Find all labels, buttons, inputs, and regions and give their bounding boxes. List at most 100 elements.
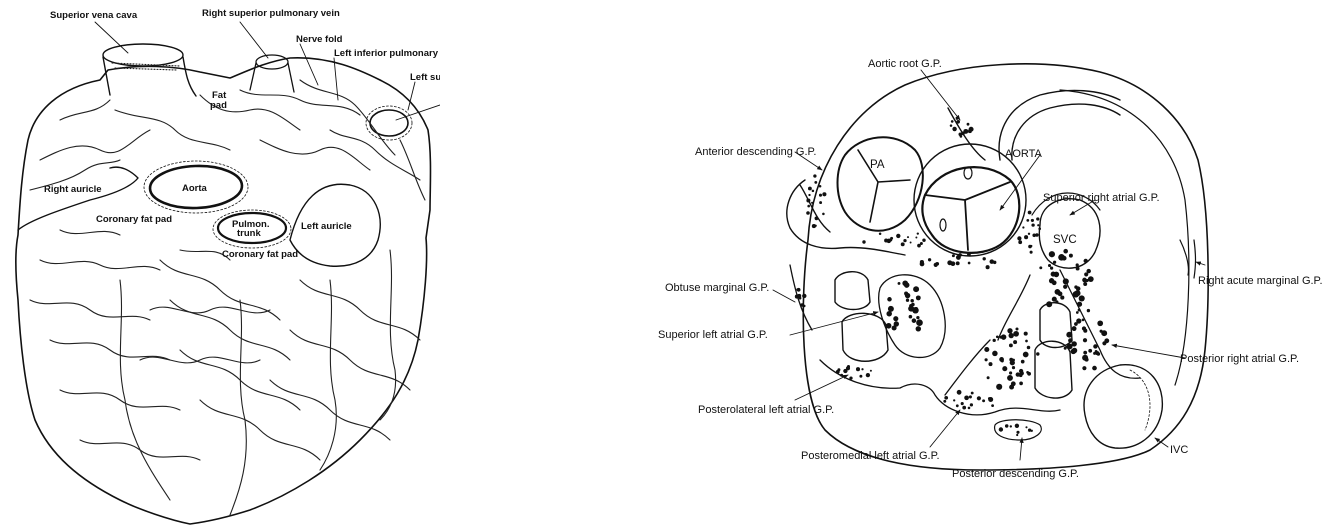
gp-dot: [1088, 349, 1092, 353]
anterior-hook: [787, 180, 905, 255]
gp-dot: [913, 286, 919, 292]
label-superior-right-atrial-gp: Superior right atrial G.P.: [1043, 192, 1160, 204]
right-pulmonary-veins: [1035, 303, 1072, 398]
gp-dot: [1016, 372, 1020, 376]
gp-dot: [1024, 332, 1028, 336]
gp-dot: [1037, 224, 1039, 226]
gp-dot: [962, 406, 966, 410]
gp-dot: [906, 299, 909, 302]
gp-dot: [956, 120, 960, 124]
gp-dot: [1028, 211, 1032, 215]
label-pulmon-trunk-2: trunk: [237, 228, 261, 239]
gp-dot: [884, 239, 888, 243]
gp-dot: [797, 288, 801, 292]
gp-dot: [819, 201, 822, 204]
gp-dot: [920, 242, 923, 245]
gp-dot: [1028, 245, 1032, 249]
gp-dot: [952, 254, 955, 257]
label-fat-pad-2: pad: [210, 100, 227, 111]
gp-dot: [1009, 343, 1013, 347]
gp-dot: [822, 192, 826, 196]
gp-dot: [812, 190, 815, 193]
gp-dot: [1083, 329, 1087, 333]
gp-dot: [986, 265, 990, 269]
gp-dot: [934, 263, 938, 267]
gp-dot: [1097, 320, 1103, 326]
gp-dot: [1050, 266, 1053, 269]
gp-dot: [1028, 233, 1030, 235]
gp-dot: [957, 390, 962, 395]
gp-dot: [1071, 349, 1076, 354]
gp-dot: [1027, 346, 1031, 350]
gp-dot: [991, 404, 994, 407]
label-right-acute-marginal-gp: Right acute marginal G.P.: [1198, 275, 1323, 287]
gp-dot: [812, 224, 816, 228]
gp-dot: [1049, 278, 1054, 283]
nerve-network: [30, 80, 425, 515]
gp-dot: [1072, 348, 1078, 354]
gp-dot: [1036, 217, 1039, 220]
gp-dot: [1026, 371, 1029, 374]
gp-dot: [1093, 352, 1096, 355]
gp-dot: [1097, 352, 1100, 355]
gp-dot: [904, 292, 908, 296]
gp-dot: [849, 376, 852, 379]
gp-dot: [814, 181, 817, 184]
gp-dot: [1100, 330, 1103, 333]
gp-dot: [901, 242, 905, 246]
gp-dot: [1022, 226, 1024, 228]
gp-dot: [1000, 336, 1003, 339]
gp-dot: [967, 253, 971, 257]
gp-dot: [919, 322, 923, 326]
gp-dot: [1063, 285, 1067, 289]
gp-dot: [800, 303, 804, 307]
gp-dot: [1027, 372, 1031, 376]
gp-dot: [892, 325, 897, 330]
gp-dot: [1019, 374, 1023, 378]
gp-dot: [859, 375, 862, 378]
gp-dot: [909, 315, 913, 319]
gp-dot: [917, 244, 921, 248]
gp-dot: [1064, 347, 1067, 350]
gp-dot: [956, 255, 961, 260]
gp-dot: [1015, 424, 1019, 428]
gp-dot: [843, 369, 847, 373]
gp-dot: [1026, 219, 1029, 222]
gp-dot: [1062, 256, 1067, 261]
gp-dot: [807, 205, 810, 208]
gp-dot: [1072, 341, 1077, 346]
gp-dot: [795, 295, 799, 299]
gp-dot: [888, 306, 894, 312]
right-leader-lines: [773, 70, 1205, 460]
gp-dot: [1019, 382, 1023, 386]
gp-dot: [960, 135, 963, 138]
gp-dot: [943, 400, 946, 403]
gp-dot: [1085, 279, 1088, 282]
gp-dot: [815, 225, 817, 227]
gp-dot: [1066, 332, 1072, 338]
gp-dot: [1088, 276, 1094, 282]
gp-dot: [862, 240, 865, 243]
gp-dot: [1078, 309, 1081, 312]
gp-dot: [1067, 344, 1073, 350]
label-posteromedial-left-atrial-gp: Posteromedial left atrial G.P.: [801, 450, 940, 462]
gp-dot: [1095, 350, 1098, 353]
gp-dot: [1011, 381, 1016, 386]
gp-dot: [915, 307, 918, 310]
gp-dot: [1084, 272, 1088, 276]
gp-dot: [1055, 300, 1058, 303]
gp-dot: [890, 237, 893, 240]
label-obtuse-marginal-gp: Obtuse marginal G.P.: [665, 282, 769, 294]
gp-dot: [1072, 326, 1077, 331]
label-svc: SVC: [1053, 234, 1077, 246]
gp-dot: [1052, 280, 1057, 285]
gp-dot: [956, 261, 960, 265]
gp-dot: [1076, 311, 1079, 314]
label-aorta: Aorta: [182, 183, 208, 194]
gp-dot: [808, 187, 812, 191]
gp-dot: [987, 376, 990, 379]
gp-dot: [822, 213, 825, 216]
gp-dot: [1012, 359, 1015, 362]
gp-dot: [1092, 366, 1097, 371]
gp-dot: [836, 370, 840, 374]
